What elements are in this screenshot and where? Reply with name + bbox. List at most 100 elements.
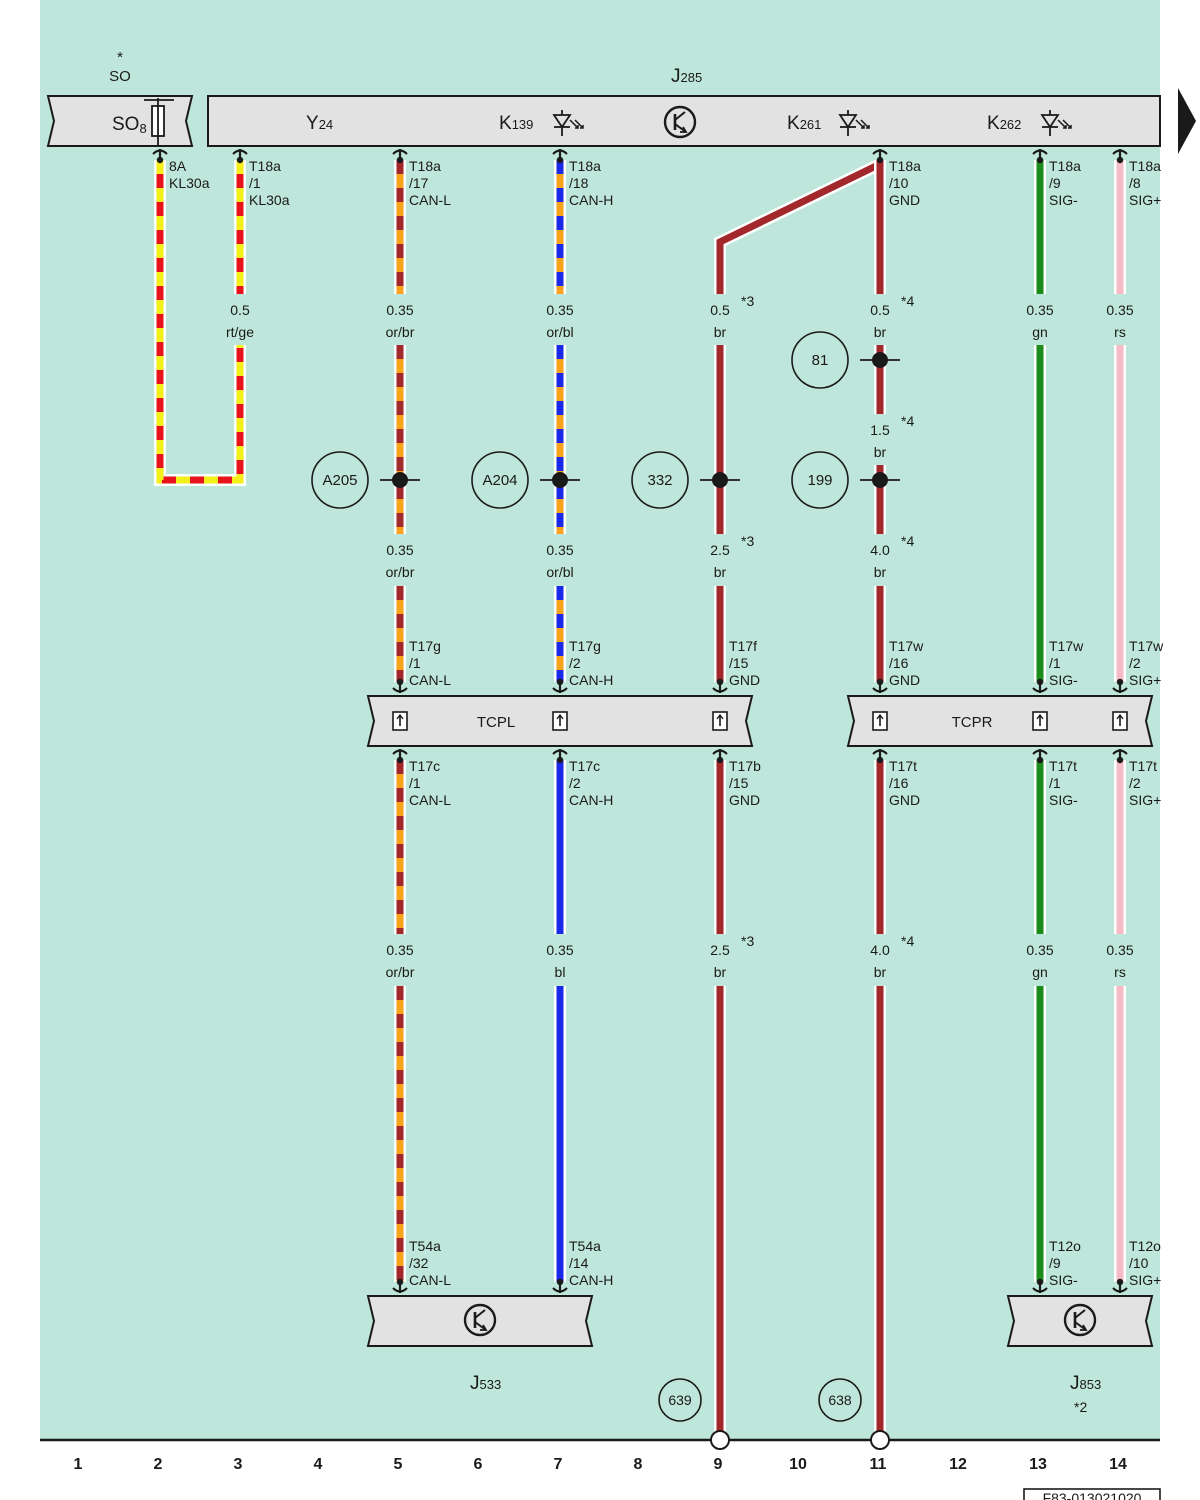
pin-label: T18a <box>249 158 281 174</box>
wire-size: 0.5 <box>230 302 250 318</box>
pin-label: CAN-H <box>569 192 613 208</box>
ground-639-label: 639 <box>668 1392 692 1408</box>
diagram-code: F83-013021020 <box>1043 1490 1142 1500</box>
pin-label: T17w <box>1129 638 1164 654</box>
ground-638-label: 638 <box>828 1392 852 1408</box>
tcpl-pin-icon <box>552 711 568 731</box>
tcpr-label: TCPR <box>952 714 993 731</box>
pin-label: /32 <box>409 1255 429 1271</box>
wire-size: 0.35 <box>1026 302 1053 318</box>
wire-color: rs <box>1114 964 1126 980</box>
j853-note: *2 <box>1074 1399 1087 1415</box>
wire-note: *4 <box>901 933 914 949</box>
wire-size: 2.5 <box>710 942 730 958</box>
grid-number-2: 2 <box>154 1456 163 1473</box>
pin-label: /10 <box>889 175 909 191</box>
splice-dots <box>380 352 900 488</box>
pin-label: SIG- <box>1049 672 1078 688</box>
wire-size: 4.0 <box>870 942 890 958</box>
pin-label: CAN-L <box>409 792 451 808</box>
wire-color: bl <box>555 964 566 980</box>
pin-label: GND <box>729 672 760 688</box>
grid-number-11: 11 <box>870 1456 887 1473</box>
wire-color: or/bl <box>546 564 573 580</box>
pin-label: T18a <box>569 158 601 174</box>
tcpr-pin-icon <box>872 711 888 731</box>
splice-a205 <box>311 451 369 509</box>
pin-label: T17g <box>409 638 441 654</box>
wire-size: 0.35 <box>386 302 413 318</box>
k262-label: K262 <box>987 113 1021 134</box>
tcpr-pin-icon <box>1032 711 1048 731</box>
pin-label: GND <box>889 192 920 208</box>
fuse-icon <box>144 98 174 146</box>
pin-label: /16 <box>889 775 909 791</box>
wire-color: gn <box>1032 964 1048 980</box>
pin-label: SIG- <box>1049 1272 1078 1288</box>
pin-label: CAN-L <box>409 192 451 208</box>
wire-size: 4.0 <box>870 542 890 558</box>
pin-label: /1 <box>409 655 421 671</box>
j285-label: J285 <box>671 66 702 87</box>
wire-color: rs <box>1114 324 1126 340</box>
pin-label: CAN-L <box>409 1272 451 1288</box>
ground-point-639 <box>658 1378 702 1422</box>
pin-label: T17g <box>569 638 601 654</box>
wire-note: *4 <box>901 533 914 549</box>
pin-label: SIG- <box>1049 792 1078 808</box>
splice-81-label: 81 <box>812 352 829 369</box>
tcpl-pin-icon <box>712 711 728 731</box>
wire-size: 0.35 <box>386 542 413 558</box>
k139-label: K139 <box>499 113 533 134</box>
grid-number-9: 9 <box>714 1456 723 1473</box>
pin-label: /2 <box>1129 775 1141 791</box>
wire-kl30a-loop <box>156 160 244 484</box>
wire-size: 1.5 <box>870 422 890 438</box>
pin-label: T17t <box>889 758 917 774</box>
wire-color: or/bl <box>546 324 573 340</box>
so-label: SO <box>109 68 131 85</box>
pin-label: /8 <box>1129 175 1141 191</box>
wire-note: *3 <box>741 933 754 949</box>
splice-332 <box>631 451 689 509</box>
pin-label: SIG+ <box>1129 792 1161 808</box>
pin-label: /10 <box>1129 1255 1149 1271</box>
pin-label: /1 <box>1049 655 1061 671</box>
pin-label: CAN-H <box>569 792 613 808</box>
pin-label: T18a <box>1049 158 1081 174</box>
pin-label: /1 <box>249 175 261 191</box>
splice-a204-label: A204 <box>482 472 517 489</box>
wire-size: 2.5 <box>710 542 730 558</box>
wire-color: br <box>714 564 727 580</box>
grid-number-14: 14 <box>1109 1456 1127 1473</box>
tcpl-label: TCPL <box>477 714 515 731</box>
wire-size: 0.5 <box>870 302 890 318</box>
splice-332-label: 332 <box>647 472 672 489</box>
wire-color: br <box>714 964 727 980</box>
splice-199 <box>791 451 849 509</box>
pin-label: T54a <box>409 1238 441 1254</box>
wire-color: rt/ge <box>226 324 254 340</box>
pin-label: /15 <box>729 775 749 791</box>
splice-a204 <box>471 451 529 509</box>
pin-label: KL30a <box>249 192 290 208</box>
wire-size: 0.35 <box>1106 302 1133 318</box>
pin-label: T17f <box>729 638 757 654</box>
pin-label: T17c <box>569 758 600 774</box>
so8-label: SO8 <box>112 114 147 136</box>
wire-note: *3 <box>741 293 754 309</box>
pin-label: T18a <box>409 158 441 174</box>
k261-label: K261 <box>787 113 821 134</box>
grid-number-5: 5 <box>394 1456 403 1473</box>
grid-number-10: 10 <box>789 1456 807 1473</box>
wire-color: br <box>714 324 727 340</box>
wire-gnd-branch-top <box>716 162 878 294</box>
pin-label: /2 <box>569 775 581 791</box>
splice-199-label: 199 <box>807 472 832 489</box>
wire-size: 0.5 <box>710 302 730 318</box>
pin-label: T17w <box>1049 638 1084 654</box>
wire-size: 0.35 <box>546 542 573 558</box>
wire-size: 0.35 <box>1106 942 1133 958</box>
pin-label: CAN-H <box>569 1272 613 1288</box>
pin-label: SIG- <box>1049 192 1078 208</box>
